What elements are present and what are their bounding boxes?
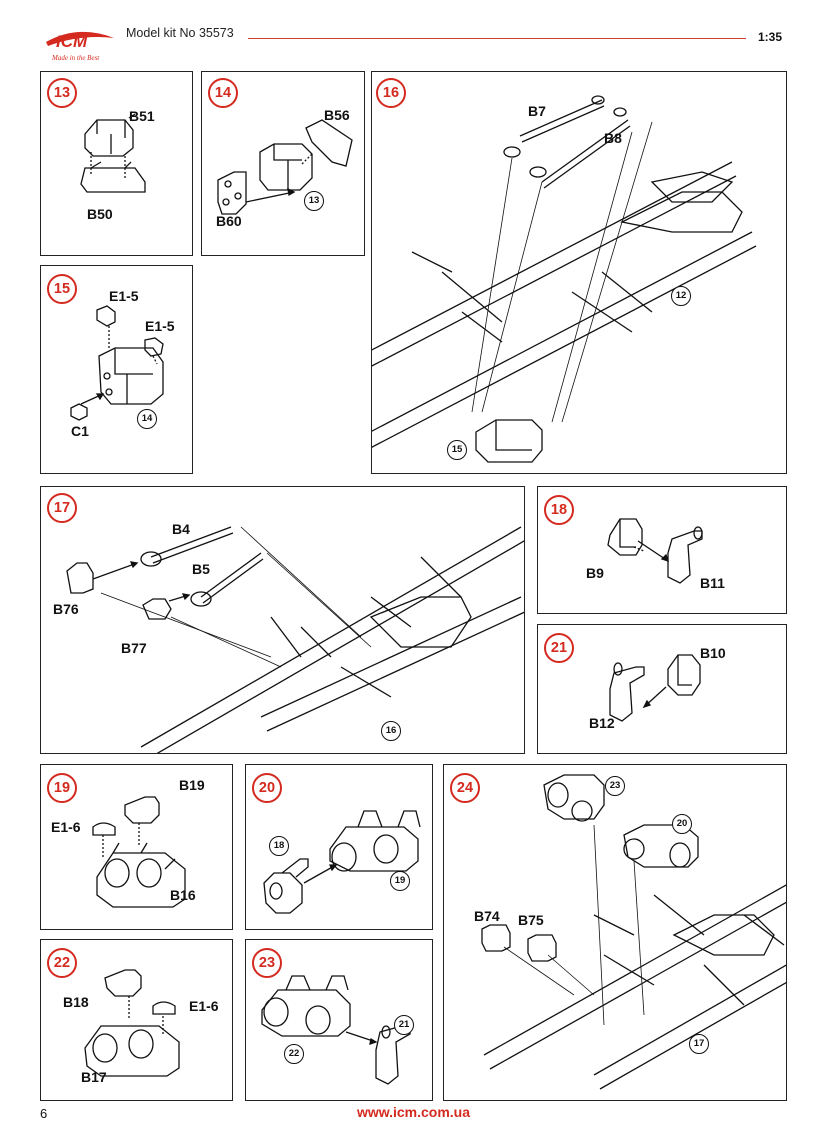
step-reference: 19: [390, 871, 410, 891]
step-20-panel: 20 18 19: [245, 764, 433, 930]
step-reference: 16: [381, 721, 401, 741]
step-24-panel: 24 B74 B75 23 20 17: [443, 764, 787, 1101]
icm-logo: ICM Made in the Best: [40, 22, 118, 66]
step-reference: 20: [672, 814, 692, 834]
part-label: B60: [216, 213, 242, 229]
step-22-panel: 22 B18 E1-6 B17: [40, 939, 233, 1101]
scale-label: 1:35: [758, 30, 783, 44]
step-15-illustration: [70, 305, 164, 421]
part-label: B51: [129, 108, 155, 124]
step-reference: 15: [447, 440, 467, 460]
part-label: B74: [474, 908, 500, 924]
part-label: B50: [87, 206, 113, 222]
step-reference: 23: [605, 776, 625, 796]
step-13-panel: 13 B51 B50: [40, 71, 193, 256]
step-20-illustration: [263, 810, 421, 914]
step-14-panel: 14 B56 B60 13: [201, 71, 365, 256]
website-link[interactable]: www.icm.com.ua: [356, 1104, 471, 1120]
svg-text:ICM: ICM: [56, 32, 88, 51]
step-19-panel: 19 B19 E1-6 B16: [40, 764, 233, 930]
part-label: B10: [700, 645, 726, 661]
step-18-panel: 18 B9 B11: [537, 486, 787, 614]
step-reference: 22: [284, 1044, 304, 1064]
part-label: B56: [324, 107, 350, 123]
part-label: E1-6: [189, 998, 219, 1014]
page-number: 6: [40, 1106, 48, 1121]
part-label: E1-5: [109, 288, 139, 304]
step-21-illustration: [609, 654, 701, 722]
part-label: B76: [53, 601, 79, 617]
step-18-illustration: [607, 518, 703, 584]
step-17-illustration: [66, 526, 524, 753]
step-21-panel: 21 B10 B12: [537, 624, 787, 754]
step-23-panel: 23 21 22: [245, 939, 433, 1101]
step-17-panel: 17 B4 B5 B76 B77 16: [40, 486, 525, 754]
part-label: B18: [63, 994, 89, 1010]
part-label: B9: [586, 565, 604, 581]
step-reference: 12: [671, 286, 691, 306]
part-label: B75: [518, 912, 544, 928]
step-24-illustration: [481, 774, 786, 1090]
step-16-illustration: [372, 95, 757, 463]
step-16-panel: 16 B7 B8 12 15: [371, 71, 787, 474]
part-label: B7: [528, 103, 546, 119]
step-reference: 21: [394, 1015, 414, 1035]
step-number: 18: [544, 495, 574, 525]
step-14-illustration: [217, 119, 353, 215]
step-19-illustration: [92, 796, 186, 908]
step-number: 23: [252, 948, 282, 978]
step-number: 19: [47, 773, 77, 803]
part-label: B5: [192, 561, 210, 577]
header-divider: [248, 38, 746, 39]
step-number: 20: [252, 773, 282, 803]
step-15-panel: 15 E1-5 E1-5 C1 14: [40, 265, 193, 474]
step-number: 17: [47, 493, 77, 523]
step-number: 22: [47, 948, 77, 978]
part-label: B4: [172, 521, 190, 537]
step-number: 24: [450, 773, 480, 803]
step-13-illustration: [80, 113, 146, 193]
step-reference: 17: [689, 1034, 709, 1054]
part-label: E1-5: [145, 318, 175, 334]
step-number: 15: [47, 274, 77, 304]
part-label: B11: [700, 575, 725, 591]
page-title: Model kit No 35573: [126, 26, 234, 40]
part-label: C1: [71, 423, 89, 439]
step-number: 14: [208, 78, 238, 108]
step-reference: 14: [137, 409, 157, 429]
step-reference: 13: [304, 191, 324, 211]
part-label: E1-6: [51, 819, 81, 835]
step-22-illustration: [84, 969, 180, 1077]
step-number: 21: [544, 633, 574, 663]
step-number: 13: [47, 78, 77, 108]
step-number: 16: [376, 78, 406, 108]
part-label: B17: [81, 1069, 107, 1085]
icm-logo-mark: ICM Made in the Best: [46, 31, 114, 62]
part-label: B77: [121, 640, 147, 656]
part-label: B12: [589, 715, 615, 731]
step-reference: 18: [269, 836, 289, 856]
svg-text:Made in the Best: Made in the Best: [51, 54, 100, 62]
part-label: B16: [170, 887, 196, 903]
part-label: B19: [179, 777, 205, 793]
part-label: B8: [604, 130, 622, 146]
